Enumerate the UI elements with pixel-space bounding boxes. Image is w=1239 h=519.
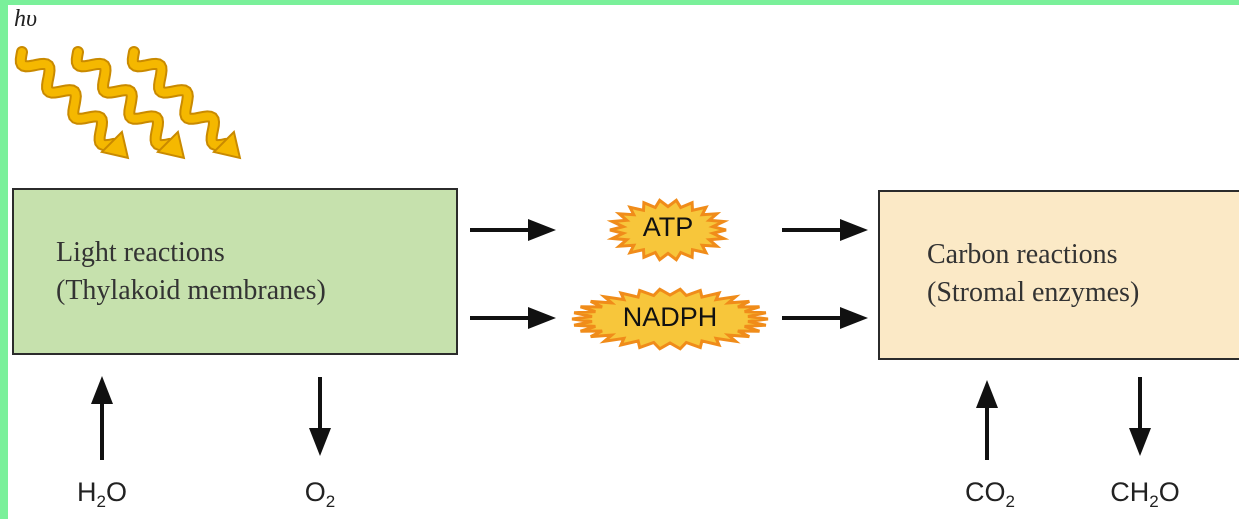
- arrow-o2-down: [309, 377, 331, 456]
- light-reactions-label: Light reactions (Thylakoid membranes): [56, 234, 326, 310]
- photon-wave-2: [70, 46, 186, 160]
- arrow-light-to-nadph: [470, 307, 556, 329]
- light-reactions-title: Light reactions: [56, 237, 225, 268]
- ch2o-label: CH2O: [1110, 477, 1180, 511]
- arrow-nadph-to-carbon: [782, 307, 868, 329]
- arrow-ch2o-down: [1129, 377, 1151, 456]
- light-reactions-box: [12, 188, 458, 355]
- photon-arrowhead-3: [211, 129, 242, 160]
- arrow-light-to-atp: [470, 219, 556, 241]
- carbon-reactions-box: [878, 190, 1239, 360]
- nadph-burst-shape: [571, 287, 769, 351]
- arrow-atp-to-carbon: [782, 219, 868, 241]
- h2o-label: H2O: [77, 477, 127, 511]
- atp-burst-shape: [606, 198, 730, 262]
- arrow-h2o-up: [91, 376, 113, 460]
- carbon-reactions-location: (Stromal enzymes): [927, 277, 1140, 308]
- photon-label: hυ: [14, 6, 38, 32]
- photon-arrowhead-2: [155, 129, 186, 160]
- frame-top-border: [0, 0, 1239, 5]
- o2-label: O2: [304, 477, 336, 511]
- photon-arrowhead-1: [99, 129, 130, 160]
- photon-waves: [14, 46, 242, 160]
- photon-wave-3: [126, 46, 242, 160]
- atp-label: ATP: [642, 212, 694, 242]
- light-reactions-location: (Thylakoid membranes): [56, 275, 326, 306]
- carbon-reactions-title: Carbon reactions: [927, 239, 1118, 270]
- carbon-reactions-label: Carbon reactions (Stromal enzymes): [927, 236, 1139, 312]
- frame-left-border: [0, 0, 8, 519]
- photon-wave-1: [14, 46, 130, 160]
- nadph-label: NADPH: [622, 302, 718, 332]
- co2-label: CO2: [965, 477, 1015, 511]
- arrow-co2-up: [976, 380, 998, 460]
